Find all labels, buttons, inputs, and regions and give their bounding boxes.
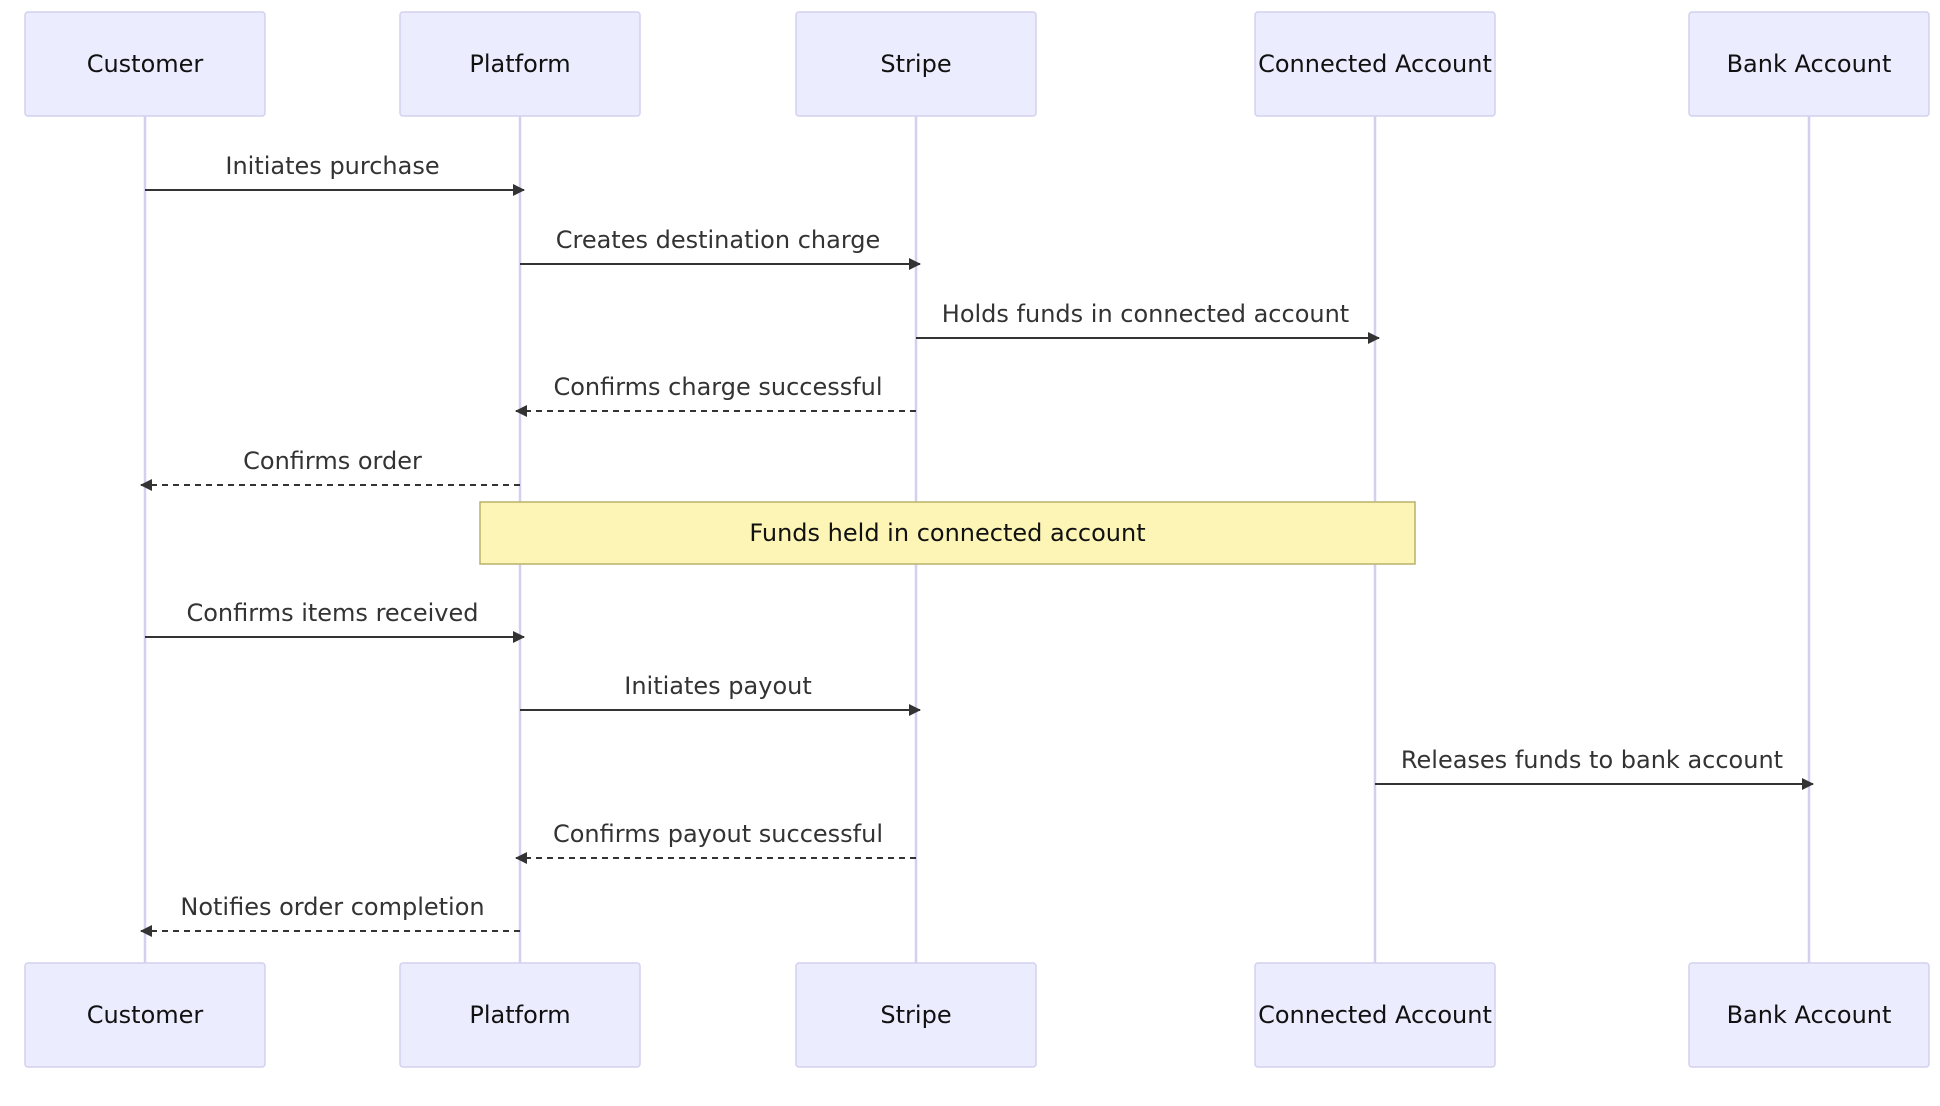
message-label: Holds funds in connected account: [942, 300, 1349, 328]
actor-label: Bank Account: [1727, 1001, 1892, 1029]
message-5: Confirms order: [140, 447, 520, 491]
message-label: Confirms items received: [186, 599, 478, 627]
actor-connected-top: Connected Account: [1254, 11, 1496, 117]
message-label: Creates destination charge: [556, 226, 881, 254]
actor-stripe-bottom: Stripe: [795, 962, 1037, 1068]
actor-label: Customer: [87, 1001, 204, 1029]
actor-label: Stripe: [880, 50, 951, 78]
actor-label: Bank Account: [1727, 50, 1892, 78]
actor-connected-bottom: Connected Account: [1254, 962, 1496, 1068]
note: Funds held in connected account: [479, 501, 1416, 565]
note-box: [479, 501, 1416, 565]
actor-platform-bottom: Platform: [399, 962, 641, 1068]
actor-box: [795, 11, 1037, 117]
actor-bank-top: Bank Account: [1688, 11, 1930, 117]
message-label: Notifies order completion: [180, 893, 484, 921]
message-label: Confirms payout successful: [553, 820, 883, 848]
actor-platform-top: Platform: [399, 11, 641, 117]
message-1: Initiates purchase: [145, 152, 525, 196]
actor-box: [399, 962, 641, 1068]
actor-label: Connected Account: [1258, 50, 1492, 78]
actor-box: [399, 11, 641, 117]
actor-label: Platform: [469, 50, 570, 78]
actor-box: [24, 962, 266, 1068]
message-label: Initiates purchase: [225, 152, 439, 180]
message-label: Releases funds to bank account: [1401, 746, 1783, 774]
message-label: Confirms charge successful: [553, 373, 882, 401]
actor-customer-bottom: Customer: [24, 962, 266, 1068]
message-10: Confirms payout successful: [515, 820, 916, 864]
actor-box: [24, 11, 266, 117]
actor-label: Stripe: [880, 1001, 951, 1029]
actor-label: Customer: [87, 50, 204, 78]
actor-box: [1688, 11, 1930, 117]
actors-bottom: Customer Platform Stripe Connected Account B…: [24, 962, 1930, 1068]
actor-box: [1254, 11, 1496, 117]
actor-customer-top: Customer: [24, 11, 266, 117]
actor-label: Connected Account: [1258, 1001, 1492, 1029]
note-label: Funds held in connected account: [749, 519, 1145, 547]
message-8: Initiates payout: [520, 672, 921, 716]
actor-box: [795, 962, 1037, 1068]
actor-label: Platform: [469, 1001, 570, 1029]
actors-top: Customer Platform Stripe Connected Account B…: [24, 11, 1930, 117]
message-2: Creates destination charge: [520, 226, 921, 270]
message-label: Confirms order: [243, 447, 422, 475]
message-9: Releases funds to bank account: [1375, 746, 1814, 790]
actor-box: [1254, 962, 1496, 1068]
actor-box: [1688, 962, 1930, 1068]
message-3: Holds funds in connected account: [916, 300, 1380, 344]
actor-stripe-top: Stripe: [795, 11, 1037, 117]
actor-bank-bottom: Bank Account: [1688, 962, 1930, 1068]
message-4: Confirms charge successful: [515, 373, 916, 417]
message-7: Confirms items received: [145, 599, 525, 643]
message-11: Notifies order completion: [140, 893, 520, 937]
message-label: Initiates payout: [624, 672, 812, 700]
